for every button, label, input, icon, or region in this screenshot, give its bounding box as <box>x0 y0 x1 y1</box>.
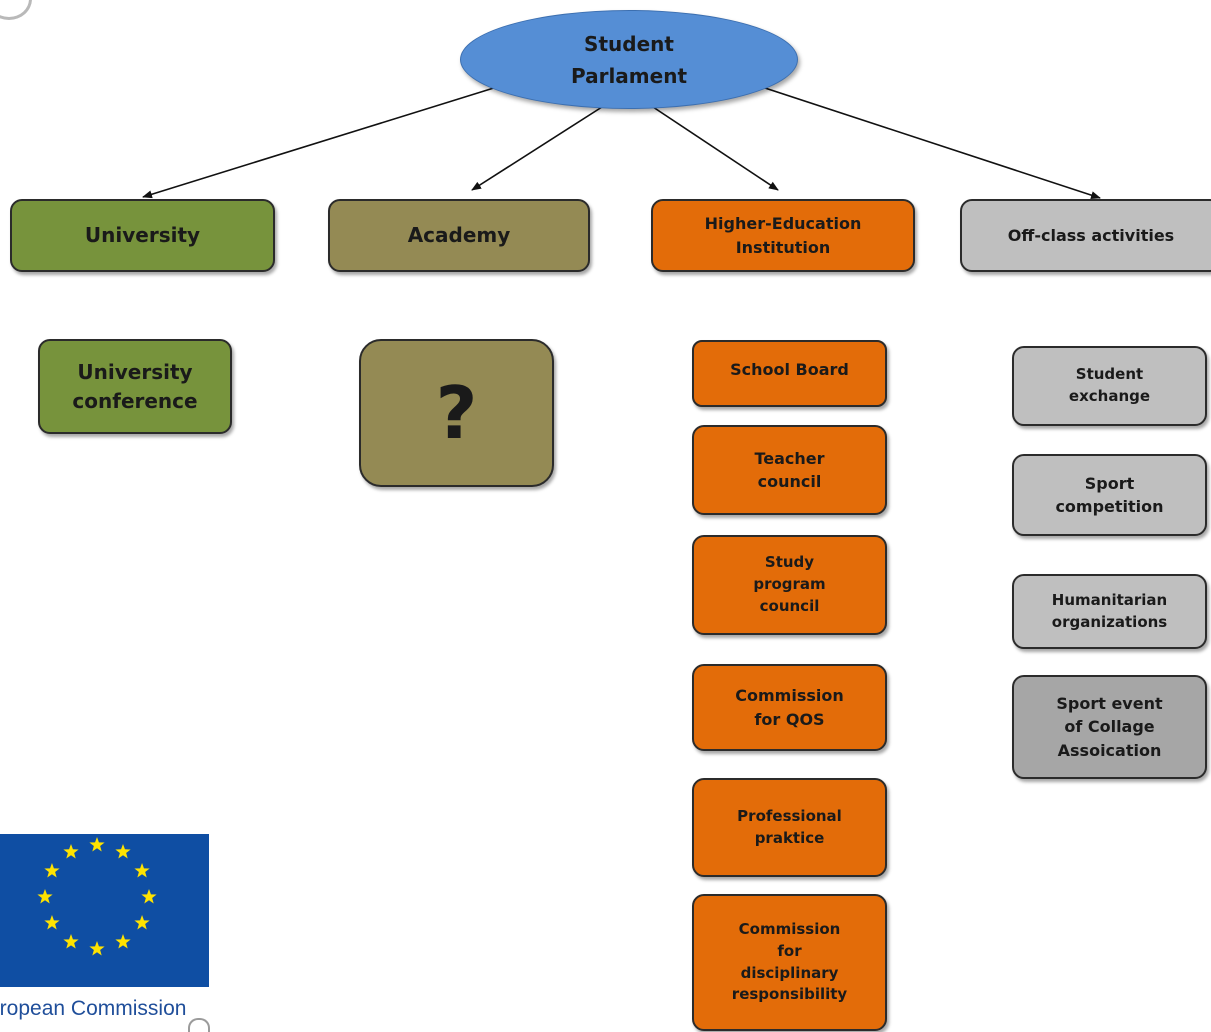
eu-star-icon <box>63 843 79 859</box>
category-off-class-activities: Off-class activities <box>960 199 1211 272</box>
item-teacher-council: Teacher council <box>692 425 887 515</box>
item-professional-praktice: Professional praktice <box>692 778 887 877</box>
arrow-to-hei <box>652 106 779 191</box>
category-academy: Academy <box>328 199 590 272</box>
item-humanitarian-organizations: Humanitarian organizations <box>1012 574 1207 649</box>
eu-star-icon <box>141 889 157 904</box>
arrow-to-academy <box>471 106 603 191</box>
eu-star-icon <box>63 934 79 949</box>
eu-star-icon <box>44 863 60 878</box>
item-commission-for-qos: Commission for QOS <box>692 664 887 751</box>
eu-star-icon <box>44 915 60 930</box>
eu-star-icon <box>134 915 150 930</box>
eu-star-icon <box>115 934 131 949</box>
item-school-board: School Board <box>692 340 887 407</box>
eu-flag-logo <box>0 834 209 987</box>
eu-star-icon <box>134 863 150 878</box>
logo-mark-fragment <box>188 1018 210 1032</box>
item-academy-unknown: ? <box>359 339 554 487</box>
root-node-student-parlament: Student Parlament <box>460 10 798 109</box>
item-study-program-council: Study program council <box>692 535 887 635</box>
category-university: University <box>10 199 275 272</box>
category-higher-education-institution: Higher-Education Institution <box>651 199 915 272</box>
arrow-to-offclass <box>761 86 1101 199</box>
item-university-conference: University conference <box>38 339 232 434</box>
european-commission-label: uropean Commission <box>0 997 187 1020</box>
eu-star-icon <box>37 889 53 904</box>
item-student-exchange: Student exchange <box>1012 346 1207 426</box>
eu-star-icon <box>89 837 105 852</box>
item-sport-event-collage-association: Sport event of Collage Assoication <box>1012 675 1207 779</box>
eu-star-icon <box>89 941 105 956</box>
item-commission-disciplinary-responsibility: Commission for disciplinary responsibili… <box>692 894 887 1031</box>
arrow-to-university <box>142 86 498 199</box>
eu-stars <box>37 837 157 956</box>
item-sport-competition: Sport competition <box>1012 454 1207 536</box>
eu-star-icon <box>115 843 131 859</box>
